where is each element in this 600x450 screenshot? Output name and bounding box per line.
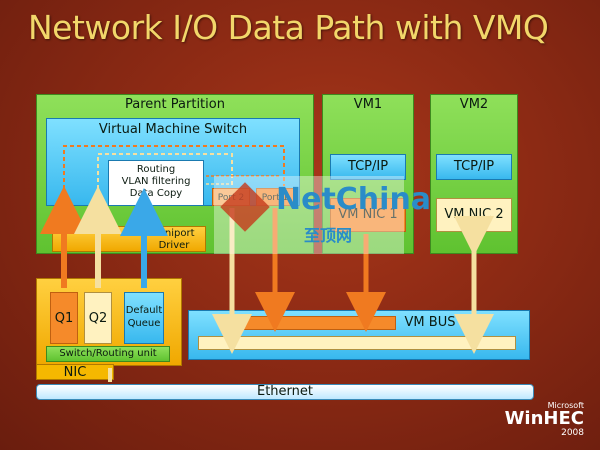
path-q1-port1 — [63, 145, 285, 210]
default-queue-line-1: Default — [125, 305, 163, 316]
parent-partition-label: Parent Partition — [125, 97, 225, 112]
path-q2-port2 — [97, 153, 233, 210]
logo-maker: Microsoft — [547, 401, 584, 410]
watermark-text: NetChina — [276, 182, 432, 217]
vm1-tcpip-box — [330, 154, 406, 180]
logo-name: WinHEC — [504, 408, 584, 429]
vm1-tcpip-label: TCP/IP — [347, 159, 389, 174]
vm-switch-label: Virtual Machine Switch — [98, 122, 248, 137]
routing-line-2: VLAN filtering — [121, 176, 191, 187]
vm1-nic-label: VM NIC 1 — [338, 207, 398, 222]
queue-q1-label: Q1 — [54, 311, 74, 326]
vm2-tcpip-label: TCP/IP — [453, 159, 495, 174]
default-queue — [124, 292, 164, 344]
ethernet-label: Ethernet — [257, 384, 313, 399]
queue-q2-label: Q2 — [88, 311, 108, 326]
routing-line-1: Routing — [136, 164, 176, 175]
watermark-subtext: 至顶网 — [304, 226, 353, 245]
miniport-line-2: Driver — [158, 240, 190, 251]
vm-bus-channel-2 — [198, 336, 516, 350]
switch-routing-unit — [46, 346, 170, 362]
vm1-nic-box — [330, 198, 406, 232]
vm2-label: VM2 — [459, 97, 489, 112]
nic-tab — [36, 364, 114, 380]
nic-label: NIC — [63, 365, 87, 380]
vm1-label: VM1 — [353, 97, 383, 112]
slide-title: Network I/O Data Path with VMQ — [28, 8, 549, 47]
logo-year: 2008 — [561, 428, 584, 438]
queue-q2 — [84, 292, 112, 344]
vm2-tcpip-box — [436, 154, 512, 180]
watermark: NetChina 至顶网 — [214, 176, 431, 254]
queue-q1 — [50, 292, 78, 344]
vm-bus-label: VM BUS — [404, 315, 456, 330]
winhec-logo: Microsoft WinHEC 2008 — [505, 401, 584, 438]
port-1-label: Port 1 — [261, 193, 289, 203]
miniport-line-1: Miniport — [153, 228, 195, 239]
ethernet-bar — [36, 384, 534, 400]
watermark-logo-icon — [220, 182, 270, 232]
default-queue-line-2: Queue — [127, 318, 161, 329]
switch-routing-label: Switch/Routing unit — [59, 348, 157, 359]
